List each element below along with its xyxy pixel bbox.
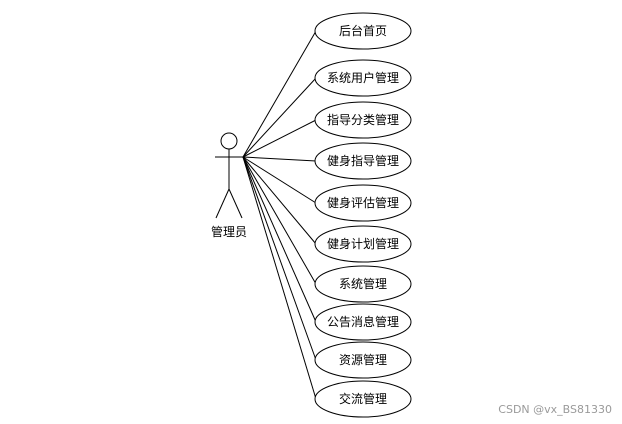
use-case: 系统管理	[314, 265, 412, 303]
association-line	[242, 156, 317, 323]
use-case-ellipse	[314, 142, 412, 180]
use-case: 系统用户管理	[314, 59, 412, 97]
use-case: 后台首页	[314, 12, 412, 50]
use-case-label: 交流管理	[339, 391, 387, 406]
use-case-list: 后台首页系统用户管理指导分类管理健身指导管理健身评估管理健身计划管理系统管理公告…	[314, 12, 412, 418]
association-lines	[242, 30, 317, 400]
association-line	[242, 156, 317, 204]
association-line	[242, 156, 317, 162]
use-case-label: 后台首页	[339, 23, 387, 38]
use-case: 资源管理	[314, 341, 412, 379]
use-case: 健身计划管理	[314, 225, 412, 263]
use-case-ellipse	[314, 184, 412, 222]
use-case-label: 公告消息管理	[327, 314, 399, 329]
use-case: 健身评估管理	[314, 184, 412, 222]
use-case: 健身指导管理	[314, 142, 412, 180]
association-line	[242, 156, 317, 245]
use-case-ellipse	[314, 101, 412, 139]
stick-figure-actor-icon	[215, 132, 243, 219]
use-case-ellipse	[314, 225, 412, 263]
actor-admin: 管理员	[211, 132, 247, 239]
use-case-ellipse	[314, 303, 412, 341]
association-line	[242, 156, 317, 400]
association-line	[242, 30, 317, 158]
use-case-ellipse	[314, 380, 412, 418]
association-line	[242, 156, 317, 361]
use-case-ellipse	[314, 265, 412, 303]
use-case-label: 指导分类管理	[327, 112, 399, 127]
actor-label: 管理员	[211, 224, 247, 239]
use-case: 指导分类管理	[314, 101, 412, 139]
association-line	[242, 119, 317, 158]
association-line	[242, 156, 317, 285]
use-case-label: 健身指导管理	[327, 153, 399, 168]
use-case-label: 资源管理	[339, 352, 387, 367]
use-case-ellipse	[314, 12, 412, 50]
use-case-label: 健身评估管理	[327, 195, 399, 210]
use-case-ellipse	[314, 59, 412, 97]
use-case: 公告消息管理	[314, 303, 412, 341]
watermark: CSDN @vx_BS81330	[498, 403, 612, 416]
use-case-ellipse	[314, 341, 412, 379]
association-line	[242, 77, 317, 158]
use-case: 交流管理	[314, 380, 412, 418]
use-case-label: 系统管理	[339, 276, 387, 291]
use-case-label: 系统用户管理	[327, 70, 399, 85]
use-case-label: 健身计划管理	[327, 236, 399, 251]
